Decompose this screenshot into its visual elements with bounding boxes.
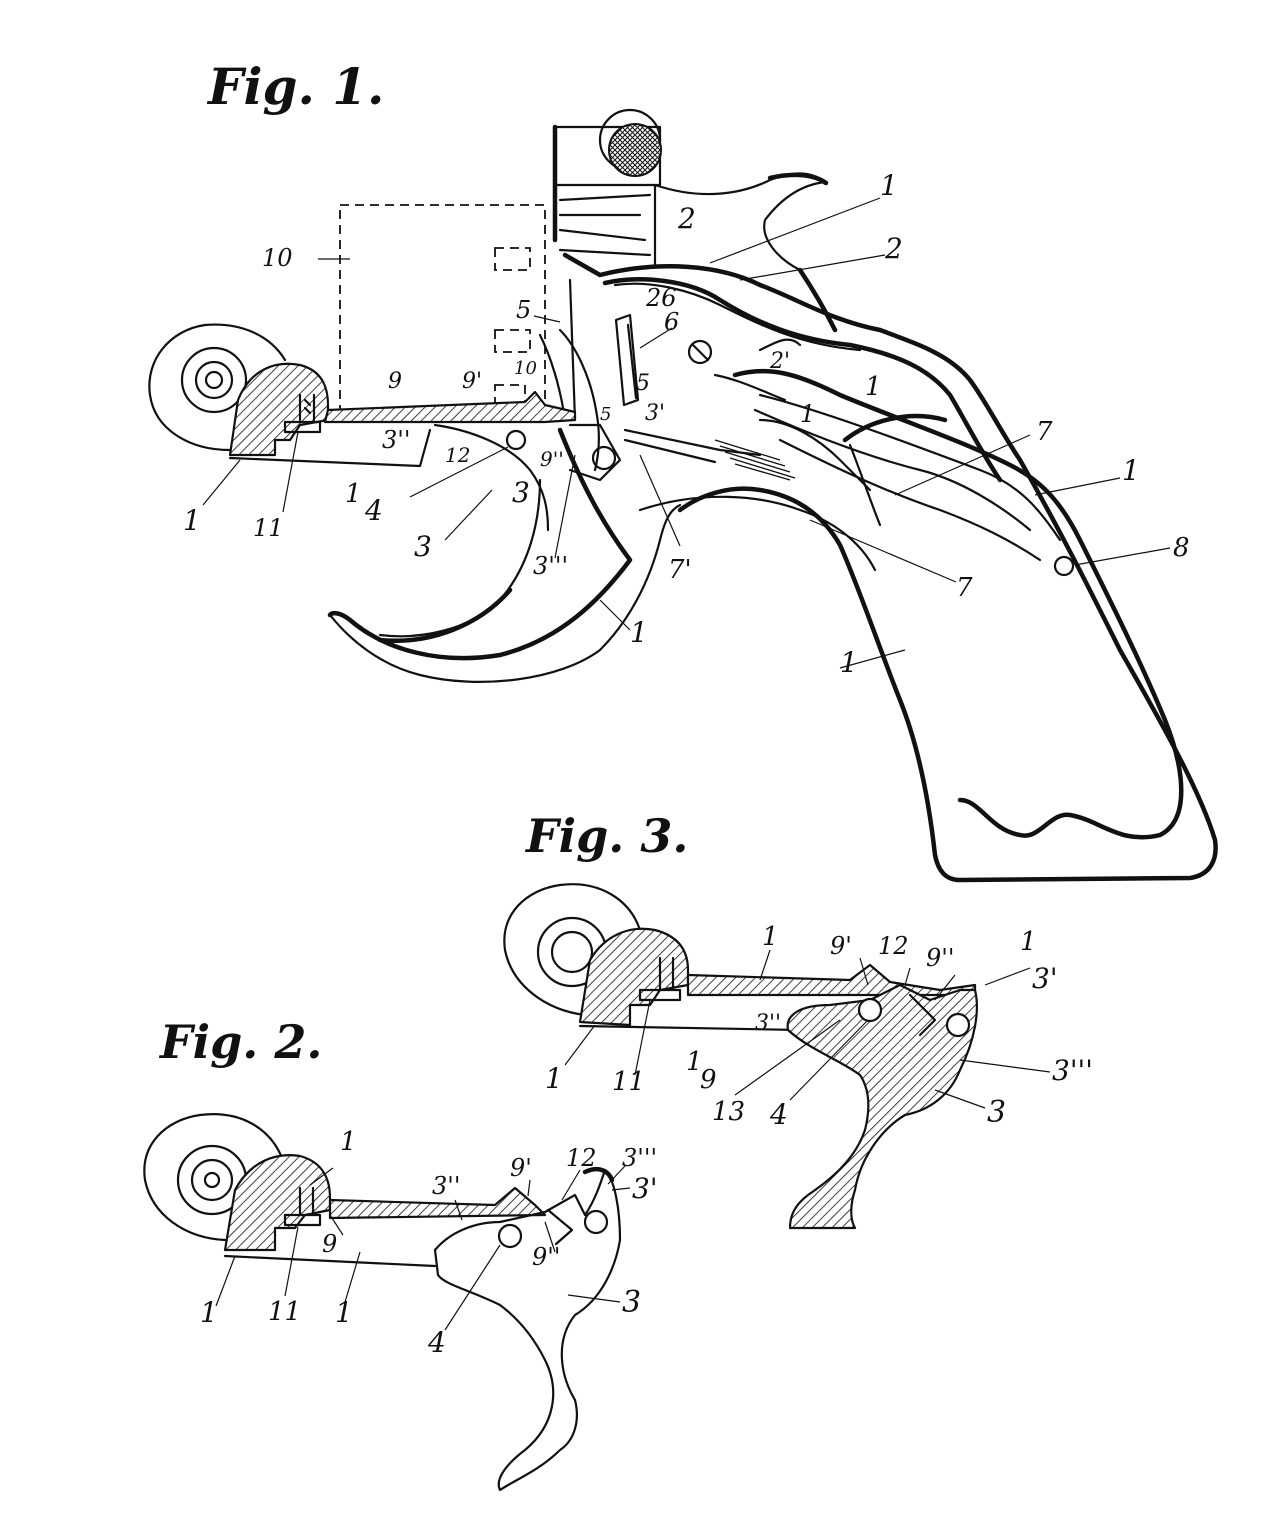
fig2-label: 3'' xyxy=(432,1172,460,1200)
fig3-label: 9'' xyxy=(926,944,954,972)
fig1-label: 3 xyxy=(512,476,530,509)
fig1-label: 2 xyxy=(677,202,696,235)
fig1-label: 9'' xyxy=(540,447,564,471)
fig3-label: 1 xyxy=(1020,927,1037,957)
fig1-label: 4 xyxy=(364,494,383,527)
fig1-label: 1 xyxy=(183,504,201,537)
fig1-label: 2' xyxy=(769,349,790,374)
fig1-label: 9 xyxy=(388,369,402,394)
fig2-label: 9'' xyxy=(532,1243,560,1271)
fig1-label: 1 xyxy=(840,646,858,679)
fig1-label: 3' xyxy=(645,401,665,426)
fig1-cylinder-dashed xyxy=(339,204,546,413)
fig1-trigger-guard xyxy=(327,278,682,683)
fig1-label: 8 xyxy=(1173,533,1190,563)
fig3-label: 12 xyxy=(878,932,909,960)
fig1-label: 1 xyxy=(630,616,648,649)
fig2-labels: 1 3'' 9' 12 3''' 3' 9 9'' 4 3 1 11 1 xyxy=(200,1127,658,1359)
fig3-label: 3 xyxy=(987,1095,1006,1130)
fig2-label: 1 xyxy=(340,1127,357,1157)
fig1-label: 6 xyxy=(664,308,679,336)
fig1-label: 7' xyxy=(668,555,692,585)
fig2-label: 12 xyxy=(566,1144,597,1172)
figure-3: Fig. 3. xyxy=(503,809,1093,1230)
fig2-label: 3 xyxy=(622,1285,641,1320)
fig1-label: 10 xyxy=(262,244,293,272)
fig3-labels: 1 9' 12 9'' 1 3' 3'' 3''' 1 11 1 9 13 4 … xyxy=(545,922,1093,1131)
fig1-label: 1 xyxy=(1122,454,1140,487)
fig1-label: 7 xyxy=(956,573,973,603)
fig3-label: 3' xyxy=(1032,962,1058,995)
fig3-label: 13 xyxy=(712,1097,745,1127)
fig3-label: 1 xyxy=(762,922,779,952)
fig2-label: 4 xyxy=(427,1326,446,1359)
figure-2: Fig. 2. xyxy=(143,1015,658,1492)
figure-1-title: Fig. 1. xyxy=(206,57,384,116)
fig1-label: 7 xyxy=(1036,417,1053,447)
fig1-label: 1 xyxy=(345,479,362,509)
fig3-label: 9' xyxy=(830,932,852,960)
figure-2-title: Fig. 2. xyxy=(158,1015,322,1069)
fig3-leader-lines xyxy=(564,949,1051,1109)
fig1-label: 3''' xyxy=(533,552,568,580)
fig3-label: 1 xyxy=(686,1047,703,1077)
fig3-label: 4 xyxy=(769,1098,788,1131)
fig1-mainspring xyxy=(623,428,796,481)
figure-3-title: Fig. 3. xyxy=(524,809,688,863)
fig1-frame xyxy=(562,252,1218,883)
fig1-label: 3'' xyxy=(382,426,410,454)
fig3-label: 1 xyxy=(545,1062,563,1095)
fig2-leader-lines xyxy=(215,1165,631,1331)
fig3-label: 9 xyxy=(700,1065,717,1095)
fig1-label: 3 xyxy=(414,530,432,563)
fig1-leader-lines xyxy=(202,197,1171,669)
fig2-label: 3' xyxy=(632,1172,658,1205)
fig2-label: 1 xyxy=(200,1296,218,1329)
fig1-labels: 1 2 2 10 5 26 6 2' 5 5 3' 1 1 7 1 8 7 7'… xyxy=(183,169,1190,679)
fig1-label: 26 xyxy=(645,284,677,312)
fig1-label: 5 xyxy=(516,296,531,324)
fig2-mechanism xyxy=(143,1113,622,1492)
fig3-label: 11 xyxy=(612,1067,645,1097)
fig3-mechanism xyxy=(503,883,978,1230)
figure-1: Fig. 1. xyxy=(148,57,1218,883)
fig1-label: 5 xyxy=(636,371,650,396)
fig3-label: 3''' xyxy=(1052,1054,1093,1087)
fig1-label: 1 xyxy=(865,372,882,402)
fig2-label: 1 xyxy=(335,1296,353,1329)
fig1-label: 1 xyxy=(880,169,898,202)
fig1-hammer xyxy=(552,108,838,333)
fig1-label: 5 xyxy=(600,404,611,425)
fig1-label: 12 xyxy=(445,443,470,467)
fig2-label: 9 xyxy=(322,1230,337,1258)
fig3-label: 3'' xyxy=(755,1011,781,1036)
fig1-label: 2 xyxy=(884,232,903,265)
fig1-recoil-shield xyxy=(148,323,577,468)
fig1-label: 1 xyxy=(800,400,815,428)
fig2-label: 9' xyxy=(510,1154,532,1182)
fig1-label: 10 xyxy=(514,358,537,379)
fig1-label: 9' xyxy=(462,369,482,394)
fig1-label: 11 xyxy=(253,514,284,542)
fig2-label: 11 xyxy=(268,1297,301,1327)
fig2-label: 3''' xyxy=(622,1144,657,1172)
